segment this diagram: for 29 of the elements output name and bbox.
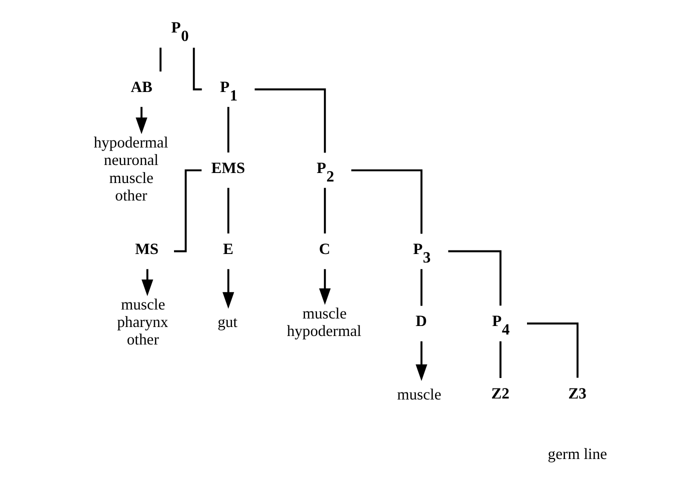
arrow bbox=[415, 341, 427, 381]
arrow bbox=[135, 106, 147, 134]
connector bbox=[448, 250, 501, 306]
connector bbox=[526, 322, 578, 378]
connector bbox=[420, 269, 422, 306]
node-text: MS bbox=[134, 241, 158, 258]
connector bbox=[226, 188, 229, 234]
node-text: hypodermal neuronal muscle other bbox=[93, 134, 168, 204]
arrow bbox=[222, 269, 234, 309]
node-text: E bbox=[222, 241, 233, 258]
node-text: D bbox=[415, 313, 426, 330]
connector bbox=[226, 106, 229, 152]
arrow bbox=[318, 269, 330, 305]
node-text: muscle hypodermal bbox=[286, 305, 361, 340]
connector bbox=[159, 48, 161, 72]
connector bbox=[499, 341, 501, 378]
node-text: muscle pharynx other bbox=[116, 296, 168, 349]
node-text: gut bbox=[217, 314, 238, 332]
node-text: Z3 bbox=[568, 385, 586, 402]
connector bbox=[350, 169, 422, 234]
connector bbox=[323, 188, 326, 234]
node-text: AB bbox=[130, 79, 152, 96]
node-text: Z2 bbox=[490, 385, 509, 402]
connector bbox=[254, 88, 326, 153]
node-text: EMS bbox=[210, 160, 245, 178]
node-text: C bbox=[318, 241, 330, 258]
label: germ line bbox=[547, 446, 607, 463]
node-text: muscle bbox=[396, 386, 441, 404]
arrow bbox=[141, 269, 153, 296]
